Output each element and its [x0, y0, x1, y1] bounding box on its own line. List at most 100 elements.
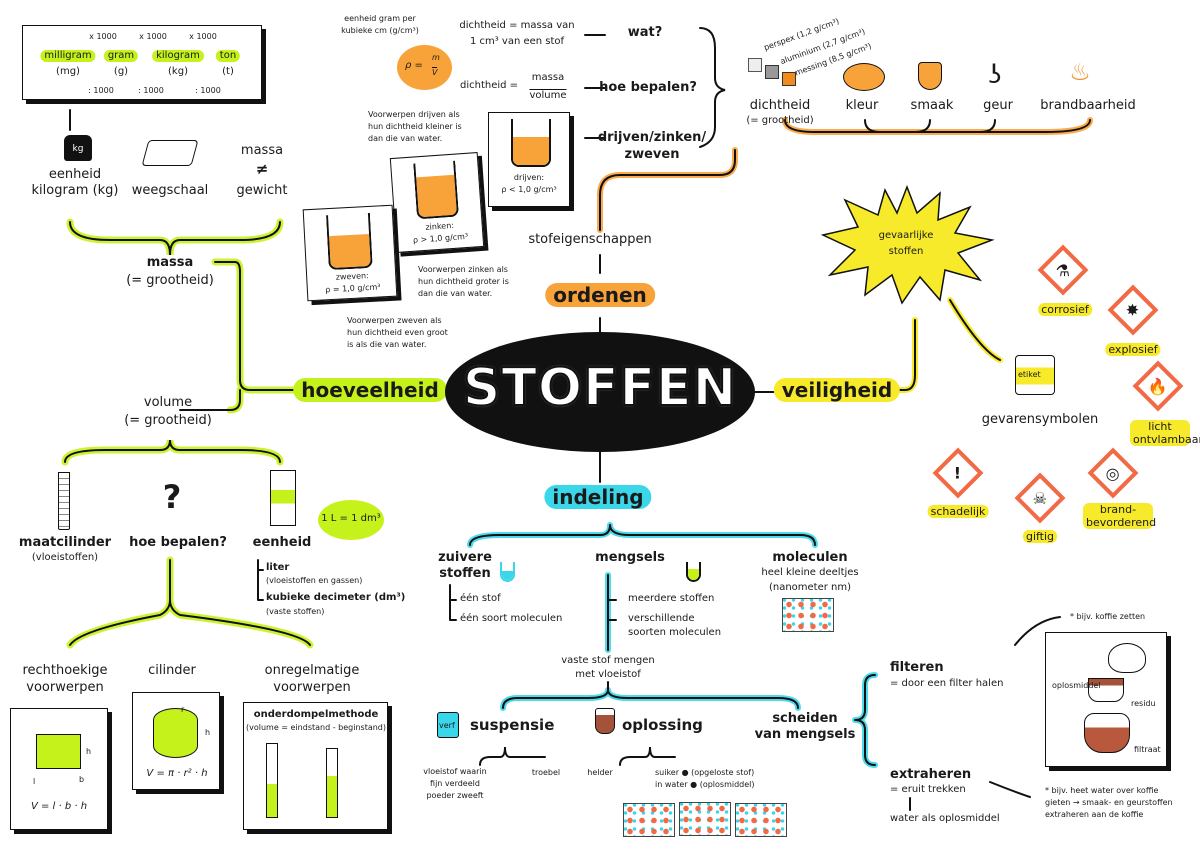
- up-label: x 1000: [189, 32, 217, 41]
- cylinder-before-icon: [266, 743, 278, 818]
- method-title: onderdompelmethode: [253, 709, 379, 720]
- zweven-note: Voorwerpen zweven als: [347, 316, 442, 325]
- extraheren-label: extraheren: [890, 767, 972, 782]
- oplossing-item: in water ● (oplosmiddel): [655, 780, 755, 789]
- explosive-glyph: ✸: [1126, 300, 1140, 320]
- harmful-glyph: !: [954, 463, 962, 483]
- filteren-label: filteren: [890, 660, 944, 675]
- moleculen-sub: heel kleine deeltjes: [761, 567, 859, 578]
- branch-veiligheid[interactable]: veiligheid: [773, 378, 901, 402]
- massa-sub: (= grootheid): [126, 273, 214, 288]
- hazard-label: brand-bevorderend: [1083, 503, 1156, 530]
- coffee-pot-icon: [1084, 713, 1130, 753]
- property-dichtheid-sub: (= grootheid): [746, 115, 814, 126]
- solution-stage-box: [679, 802, 731, 836]
- solution-stage-box: [623, 803, 675, 837]
- flammable-glyph: 🔥: [1148, 376, 1168, 396]
- tea-glass-icon: [595, 708, 615, 734]
- coffee-card: oplosmiddel residu filtraat: [1045, 632, 1167, 767]
- extract-note: gieten → smaak- en geurstoffen: [1045, 798, 1173, 807]
- central-node[interactable]: [445, 332, 755, 452]
- scheiden-label: scheiden: [772, 711, 838, 726]
- perspex-cube-icon: [748, 58, 762, 72]
- hazard-label: licht ontvlambaar: [1130, 420, 1200, 447]
- hazard-label: giftig: [1022, 530, 1058, 544]
- hoe-formula-left: dichtheid =: [460, 80, 519, 91]
- zinken-note: Voorwerpen zinken als: [418, 265, 508, 274]
- drijven-caption: ρ < 1,0 g/cm³: [501, 185, 557, 194]
- suspensie-item: vloeistof waarin: [423, 767, 487, 776]
- up-label: x 1000: [139, 32, 167, 41]
- gevarensymbolen-label: gevarensymbolen: [981, 412, 1099, 427]
- branch-hoeveelheid[interactable]: hoeveelheid: [293, 378, 447, 402]
- oplossing-label: oplossing: [622, 716, 703, 734]
- wat-definition: 1 cm³ van een stof: [469, 36, 565, 47]
- unit-name: kilogram: [152, 50, 204, 62]
- formula-rho: ρ =: [405, 60, 423, 71]
- zinken-note: hun dichtheid groter is: [418, 277, 509, 286]
- property-kleur: kleur: [845, 98, 879, 113]
- extraheren-sub: = eruit trekken: [890, 784, 966, 795]
- massa-title: massa: [146, 255, 194, 270]
- density-formula-bubble: [397, 45, 452, 90]
- drijven-caption: drijven:: [513, 173, 545, 182]
- dm-sub: (vaste stoffen): [266, 607, 325, 616]
- branch-ordenen[interactable]: ordenen: [545, 283, 655, 307]
- liter-label: liter: [266, 562, 290, 573]
- dzz-label: zweven: [624, 147, 680, 162]
- palette-icon: [843, 63, 885, 91]
- mengsels-item: meerdere stoffen: [628, 593, 715, 604]
- scheiden-label: van mengsels: [754, 727, 856, 742]
- moleculen-label: moleculen: [772, 550, 848, 565]
- zweven-caption: ρ = 1,0 g/cm³: [325, 282, 381, 295]
- suspensie-item: troebel: [531, 768, 561, 777]
- property-brandbaarheid: brandbaarheid: [1040, 98, 1136, 113]
- dim-r: r: [181, 705, 185, 714]
- mixing-beaker-icon: [686, 562, 701, 582]
- formula-v: V: [432, 67, 438, 77]
- not-equal-sign: ≠: [255, 160, 269, 178]
- hoe-label: hoe bepalen?: [599, 80, 697, 95]
- down-label: : 1000: [195, 86, 221, 95]
- liter-equation-bubble: [318, 500, 384, 540]
- cuboid-icon: [36, 734, 81, 769]
- brass-cube-icon: [782, 72, 796, 86]
- paint-can-label: verf: [439, 721, 455, 730]
- liter-equation: 1 L = 1 dm³: [321, 513, 381, 524]
- beaker-icon: [500, 562, 515, 582]
- maatcilinder-sub: (vloeistoffen): [31, 552, 99, 563]
- unit-name: milligram: [40, 50, 96, 62]
- shape-name: rechthoekige: [22, 663, 108, 678]
- drijven-note: hun dichtheid kleiner is: [368, 122, 462, 131]
- dim-h: h: [205, 728, 211, 737]
- shape-name: voorwerpen: [26, 680, 104, 695]
- etiket-label: etiket: [1018, 370, 1041, 379]
- eenheid-label: eenheid: [252, 535, 312, 550]
- hazard-label: explosief: [1105, 343, 1161, 357]
- branch-indeling[interactable]: indeling: [544, 485, 652, 509]
- formula: V = π · r² · h: [146, 768, 208, 779]
- oplossing-item: helder: [587, 768, 613, 777]
- vaste-stof-label: met vloeistof: [575, 669, 641, 680]
- suspensie-item: poeder zweeft: [426, 791, 484, 800]
- coffee-label: filtraat: [1134, 745, 1161, 754]
- cylinder-card: r h V = π · r² · h: [132, 692, 220, 790]
- hazard-label: corrosief: [1038, 303, 1092, 317]
- vaste-stof-label: vaste stof mengen: [561, 655, 655, 666]
- zuiver-item: één soort moleculen: [460, 613, 563, 624]
- property-smaak: smaak: [910, 98, 954, 113]
- massa-note: massa: [240, 143, 284, 158]
- liter-sub: (vloeistoffen en gassen): [266, 576, 363, 585]
- wat-definition: dichtheid = massa van: [459, 20, 575, 31]
- kettle-icon: [1108, 643, 1146, 673]
- property-geur: geur: [983, 98, 1013, 113]
- dim-h: h: [86, 747, 92, 756]
- dim-b: b: [79, 775, 85, 784]
- drijven-note: Voorwerpen drijven als: [368, 110, 460, 119]
- shape-name: voorwerpen: [273, 680, 351, 695]
- koffie-note: * bijv. koffie zetten: [1070, 612, 1146, 621]
- cylinder-after-icon: [326, 748, 338, 818]
- coffee-label: oplosmiddel: [1052, 681, 1101, 690]
- unit-name: gram: [103, 50, 139, 62]
- mengsels-item: verschillende: [628, 613, 695, 624]
